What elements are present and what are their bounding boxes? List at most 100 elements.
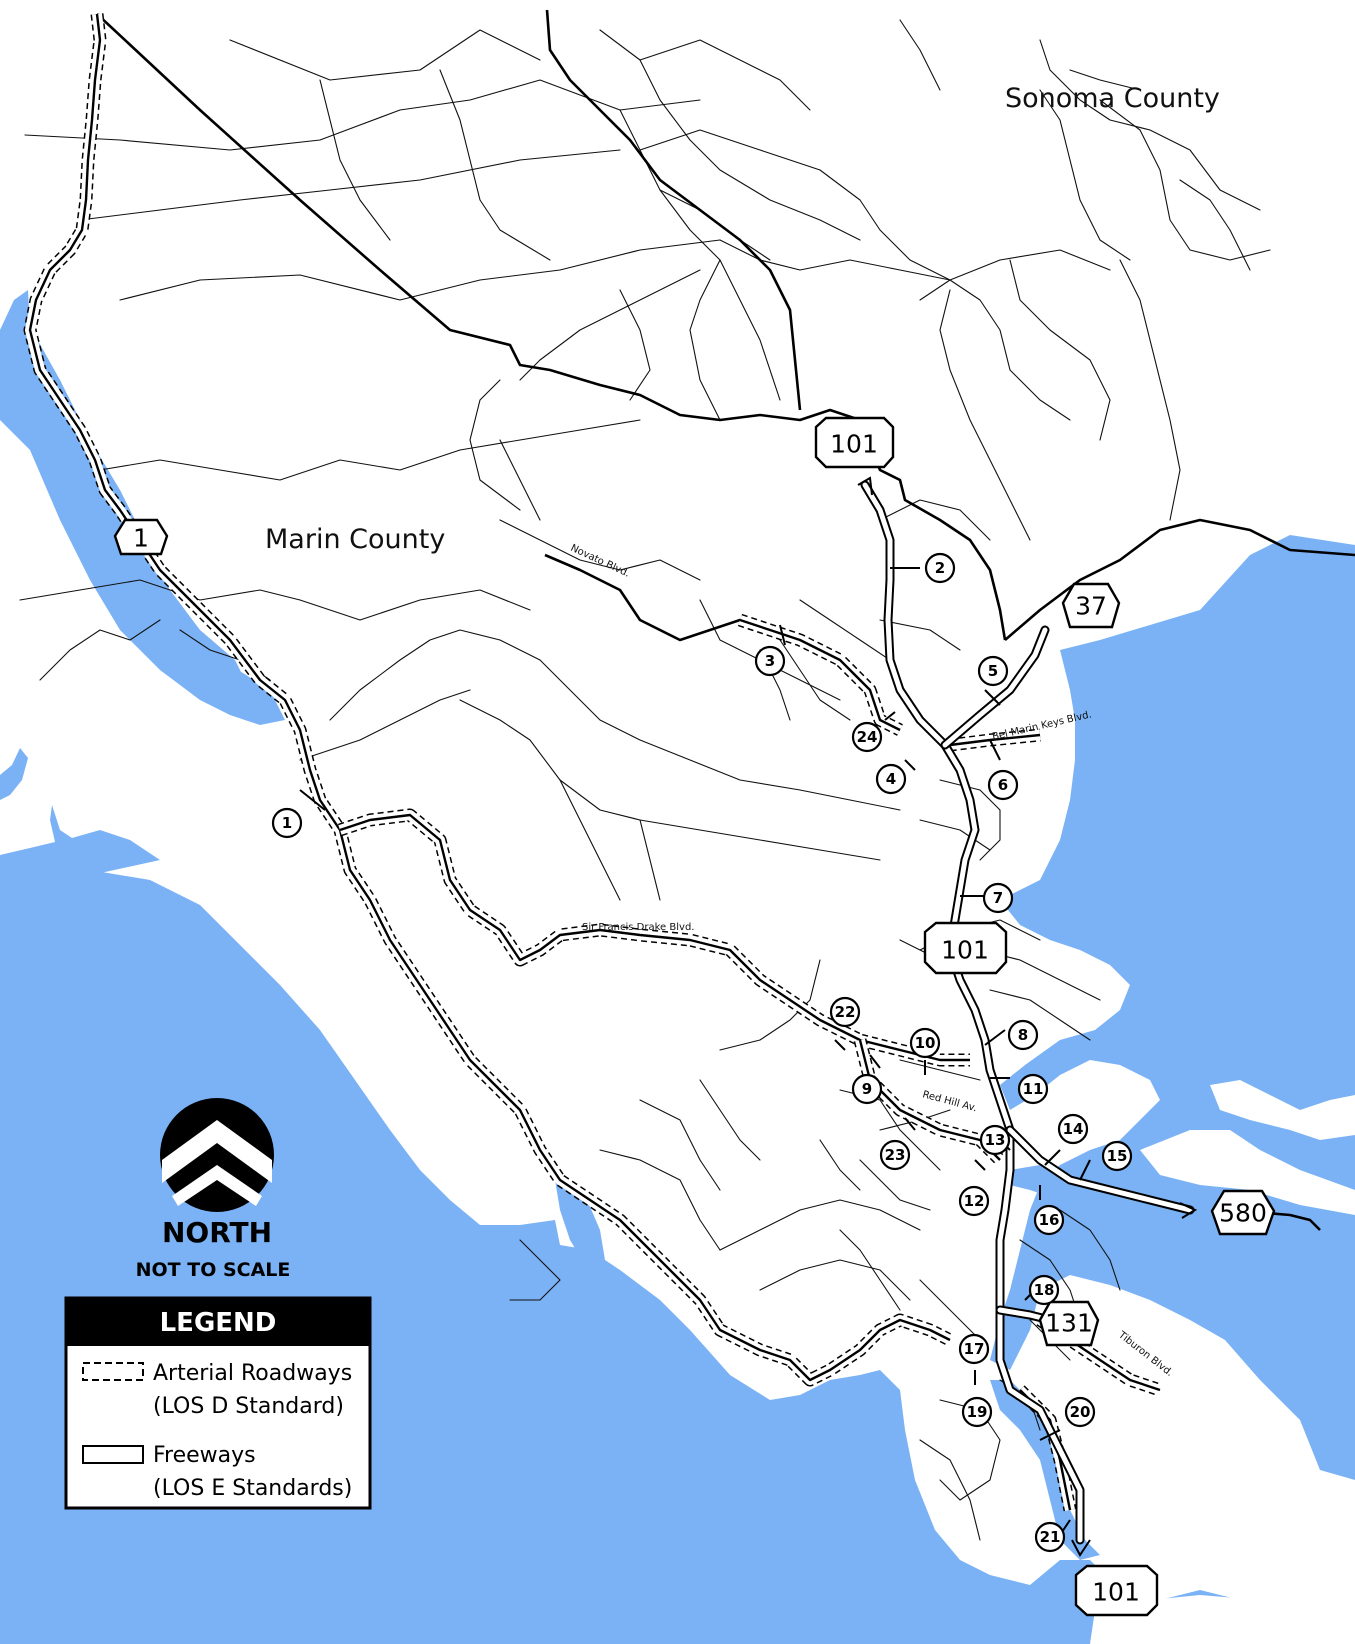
arterial-roadways <box>23 13 1163 1512</box>
svg-text:19: 19 <box>967 1403 988 1421</box>
svg-text:101: 101 <box>1092 1578 1140 1607</box>
legend-box: LEGEND Arterial Roadways (LOS D Standard… <box>64 1296 372 1510</box>
svg-text:15: 15 <box>1107 1147 1128 1165</box>
svg-text:1: 1 <box>282 814 292 832</box>
svg-text:580: 580 <box>1219 1199 1267 1228</box>
legend-freeway-label: Freeways <box>153 1443 256 1468</box>
svg-text:11: 11 <box>1023 1080 1044 1098</box>
point-18: 18 <box>1028 1274 1060 1306</box>
svg-text:3: 3 <box>765 652 775 670</box>
i580-freeway <box>1005 1125 1195 1215</box>
tomales-bay <box>32 330 250 700</box>
point-21: 21 <box>1034 1521 1066 1553</box>
svg-text:1: 1 <box>133 524 149 553</box>
legend-title: LEGEND <box>160 1308 277 1338</box>
north-arrowhead <box>857 476 873 496</box>
svg-text:101: 101 <box>941 936 989 965</box>
san-pablo-bay <box>990 535 1355 1480</box>
point-22: 22 <box>829 996 861 1028</box>
svg-text:6: 6 <box>998 776 1008 794</box>
point-7: 7 <box>982 882 1014 914</box>
point-9: 9 <box>851 1073 883 1105</box>
corte-madera-creek <box>1010 1165 1150 1215</box>
ca131-shield: 131 <box>1038 1300 1100 1347</box>
us101-freeway <box>860 480 1085 1545</box>
novato-blvd-label: Novato Blvd. <box>569 543 632 580</box>
svg-text:16: 16 <box>1039 1211 1060 1229</box>
legend-arterial-swatch <box>82 1362 144 1381</box>
point-12: 12 <box>958 1185 990 1217</box>
sir-francis-drake-label: Sir Francis Drake Blvd. <box>582 922 694 933</box>
point-20: 20 <box>1064 1396 1096 1428</box>
north-arrow: NORTH NOT TO SCALE <box>136 1098 291 1281</box>
svg-text:7: 7 <box>993 889 1003 907</box>
point-2: 2 <box>924 552 956 584</box>
point-8: 8 <box>1007 1019 1039 1051</box>
svg-text:2: 2 <box>935 559 945 577</box>
legend-freeway-standard: (LOS E Standards) <box>153 1476 352 1501</box>
sonoma-county-label: Sonoma County <box>1005 83 1220 114</box>
svg-text:21: 21 <box>1040 1528 1061 1546</box>
bolinas-lagoon <box>555 1180 605 1265</box>
svg-text:14: 14 <box>1063 1120 1084 1138</box>
point-6: 6 <box>987 769 1019 801</box>
minor-roads <box>19 19 1271 1541</box>
svg-text:13: 13 <box>985 1131 1006 1149</box>
small-inlet-west <box>0 748 28 800</box>
legend-freeway-swatch <box>82 1445 144 1464</box>
legend-header <box>66 1298 370 1346</box>
svg-text:23: 23 <box>885 1146 906 1164</box>
point-15: 15 <box>1101 1140 1133 1172</box>
drakes-estero <box>0 805 160 895</box>
north-title: NORTH <box>162 1216 272 1249</box>
svg-text:131: 131 <box>1045 1309 1093 1338</box>
svg-text:37: 37 <box>1075 592 1107 621</box>
svg-text:24: 24 <box>857 728 878 746</box>
point-19: 19 <box>961 1396 993 1428</box>
svg-text:101: 101 <box>830 430 878 459</box>
svg-text:18: 18 <box>1034 1281 1055 1299</box>
point-24: 24 <box>851 721 883 753</box>
angel-island <box>1180 1350 1230 1410</box>
legend-arterial-label: Arterial Roadways <box>153 1361 352 1386</box>
svg-text:4: 4 <box>886 770 896 788</box>
not-to-scale-label: NOT TO SCALE <box>136 1259 291 1281</box>
south-arrowhead <box>1071 1539 1091 1557</box>
svg-text:12: 12 <box>964 1192 985 1210</box>
point-11: 11 <box>1017 1073 1049 1105</box>
svg-text:9: 9 <box>862 1080 872 1098</box>
svg-text:8: 8 <box>1018 1026 1028 1044</box>
legend-arterial-standard: (LOS D Standard) <box>153 1394 344 1419</box>
point-1: 1 <box>271 807 303 839</box>
marin-county-label: Marin County <box>265 524 445 555</box>
county-boundary <box>96 9 1355 641</box>
point-13: 13 <box>979 1124 1011 1156</box>
point-14: 14 <box>1057 1113 1089 1145</box>
ca37-shield: 37 <box>1061 582 1121 629</box>
point-5: 5 <box>977 655 1009 687</box>
ca1-shield: 1 <box>113 518 169 556</box>
point-san-quentin <box>1140 1130 1355 1215</box>
svg-text:10: 10 <box>915 1034 936 1052</box>
us101-shield-north: 101 <box>814 416 895 469</box>
svg-text:20: 20 <box>1070 1403 1091 1421</box>
svg-text:17: 17 <box>964 1340 985 1358</box>
numbered-points: 1 2 3 4 5 6 7 8 9 10 11 12 13 14 15 16 1… <box>271 552 1133 1553</box>
point-23: 23 <box>879 1139 911 1171</box>
north-chevron-icon <box>160 1098 274 1212</box>
freeways <box>857 476 1321 1557</box>
richardson-bay <box>990 1380 1100 1560</box>
point-3: 3 <box>754 645 786 677</box>
i580-arrowhead <box>1179 1202 1198 1219</box>
novato-arterial <box>737 613 903 736</box>
svg-text:5: 5 <box>988 662 998 680</box>
point-17: 17 <box>958 1333 990 1365</box>
point-16: 16 <box>1033 1204 1065 1236</box>
us101-shield-south: 101 <box>1074 1564 1159 1617</box>
point-4: 4 <box>875 763 907 795</box>
novato-blvd <box>544 553 771 642</box>
point-10: 10 <box>909 1027 941 1059</box>
ca37-freeway <box>940 625 1050 750</box>
richmond-shore <box>1210 1080 1355 1140</box>
